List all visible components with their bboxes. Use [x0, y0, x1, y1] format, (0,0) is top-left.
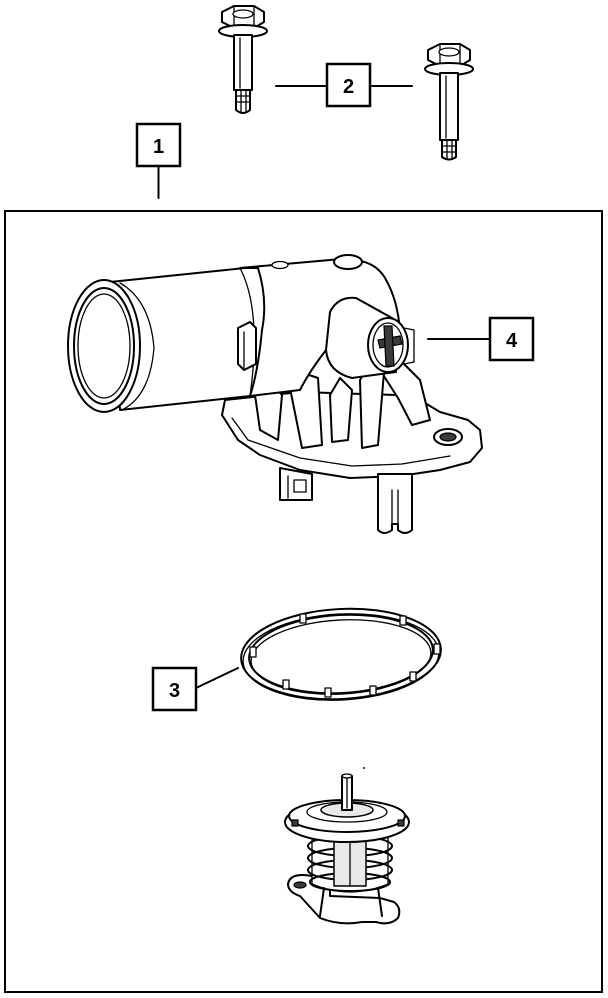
callout-3: 3 — [151, 666, 198, 712]
callout-2-label: 2 — [343, 76, 354, 98]
thermostat — [284, 773, 410, 925]
callout-1-label: 1 — [153, 136, 164, 158]
callout-4: 4 — [488, 316, 535, 362]
bolt-right — [424, 43, 474, 161]
callout-4-label: 4 — [506, 330, 518, 352]
callout-2: 2 — [325, 62, 372, 108]
callout-1: 1 — [135, 122, 182, 168]
assembly-frame — [4, 210, 603, 993]
seal-ring — [240, 607, 442, 701]
callout-3-label: 3 — [169, 680, 180, 702]
bolt-left — [218, 5, 268, 114]
thermostat-housing — [67, 254, 483, 534]
